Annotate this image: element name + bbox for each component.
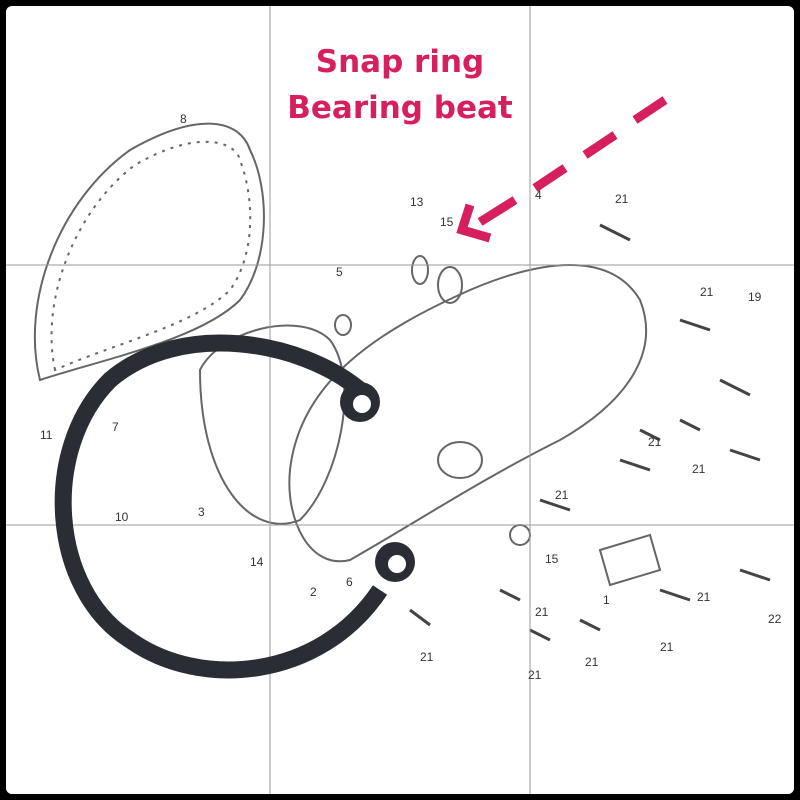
part-label: 21 [648,435,662,449]
part-label: 21 [535,605,549,619]
part-label: 15 [440,215,454,229]
part-label: 4 [535,188,542,202]
part-label: 21 [420,650,434,664]
arrow-icon [456,96,668,243]
part-label: 3 [198,505,205,519]
cover-outline [288,264,648,563]
part-label: 21 [555,488,569,502]
part-label: 21 [615,192,629,206]
image-panel [6,6,794,794]
part-label: 15 [545,552,559,566]
part-label: 11 [40,428,53,442]
part-label: 14 [250,555,264,569]
part-label: 21 [700,285,714,299]
part-label: 7 [112,420,119,434]
inner-cover [198,324,346,525]
part-label: 19 [748,290,762,304]
part-label: 13 [410,195,424,209]
part-label: 5 [336,265,343,279]
part-label: 21 [660,640,674,654]
gasket-outline [33,122,265,382]
caption-bearing-beat: Bearing beat [287,90,513,126]
part-label: 21 [692,462,706,476]
part-label: 21 [528,668,542,682]
snap-ring-photo [54,334,415,679]
part-label: 8 [180,112,187,126]
caption-snap-ring: Snap ring [315,44,485,80]
gasket-inner [50,140,252,372]
part-label: 22 [768,612,782,626]
part-label: 6 [346,575,353,589]
part-label: 1 [603,593,610,607]
part-label: 21 [585,655,599,669]
part-label: 2 [310,585,317,599]
part-label: 21 [697,590,711,604]
part-label: 10 [115,510,129,524]
